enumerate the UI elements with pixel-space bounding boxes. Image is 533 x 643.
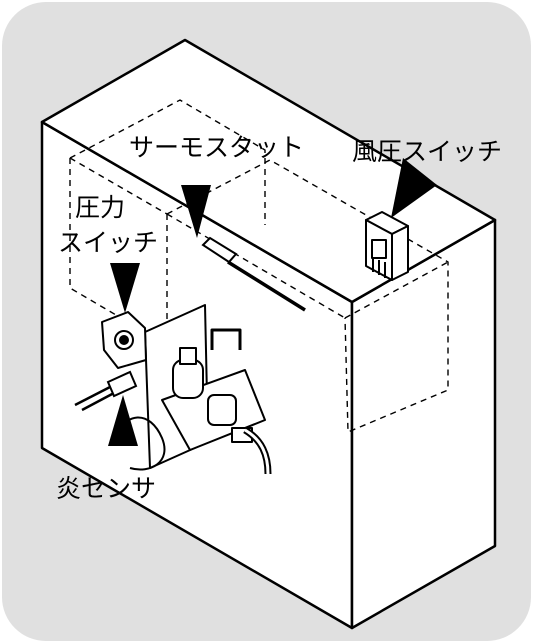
pointer-arrows (108, 158, 437, 446)
gas-valve-assembly (111, 304, 272, 475)
label-pressure-switch-line2: スイッチ (58, 228, 158, 257)
arrow-wind-pressure-switch (391, 158, 437, 218)
label-thermostat: サーモスタット (129, 133, 304, 162)
arrow-flame-sensor (108, 395, 138, 446)
wind-pressure-switch-unit (365, 211, 409, 281)
label-pressure-switch-line1: 圧力 (75, 193, 125, 222)
thermostat-probe (201, 236, 306, 312)
label-flame-sensor: 炎センサ (56, 474, 156, 503)
label-wind-pressure-switch: 風圧スイッチ (352, 137, 502, 166)
arrow-thermostat (181, 185, 211, 238)
component-labels: サーモスタット 風圧スイッチ 圧力 スイッチ 炎センサ (56, 133, 502, 503)
arrow-pressure-switch (110, 263, 140, 313)
pressure-switch-unit (101, 311, 147, 369)
flame-sensor-unit (74, 370, 138, 412)
